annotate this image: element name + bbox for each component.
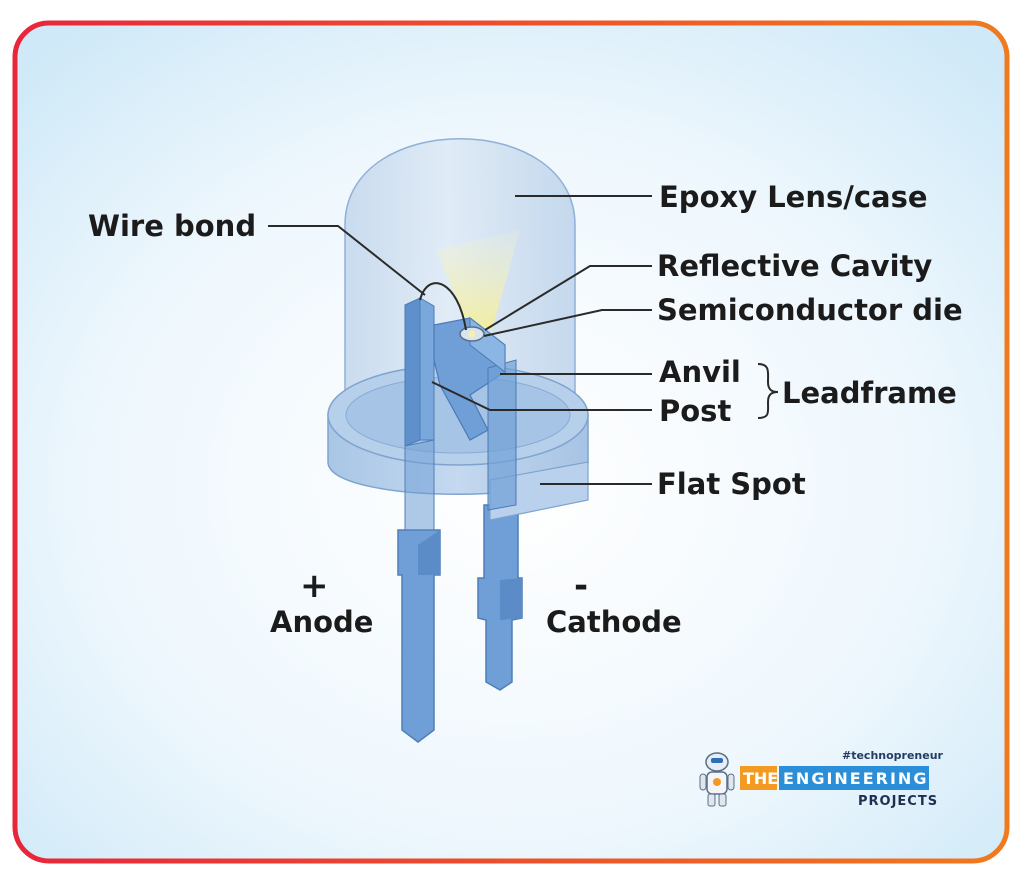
- wire-bond-shape: [419, 282, 467, 331]
- logo-word-engineering: ENGINEERING: [783, 769, 928, 788]
- leader-die: [483, 309, 652, 337]
- engineering-projects-logo: #technopreneur THE ENGINEERING PROJECTS: [699, 749, 944, 809]
- leader-reflective: [484, 265, 652, 331]
- label-cathode-sign: -: [574, 566, 588, 606]
- label-semiconductor-die: Semiconductor die: [657, 293, 963, 327]
- label-anode-sign: +: [300, 566, 329, 606]
- leader-post: [431, 381, 652, 411]
- robot-mascot-icon: [699, 752, 735, 807]
- leader-lines: [268, 195, 779, 485]
- anvil-lead: [433, 316, 517, 511]
- label-leadframe: Leadframe: [782, 376, 957, 410]
- label-post: Post: [659, 394, 731, 428]
- label-wire-bond: Wire bond: [88, 209, 256, 243]
- label-cathode: Cathode: [546, 605, 682, 639]
- label-flat-spot: Flat Spot: [657, 467, 806, 501]
- logo-word-the: THE: [743, 769, 778, 788]
- logo-word-projects: PROJECTS: [858, 794, 938, 809]
- die-center: [468, 330, 476, 338]
- anode-leg: [397, 529, 441, 743]
- label-epoxy-lens: Epoxy Lens/case: [659, 180, 928, 214]
- leadframe-brace: [757, 363, 779, 419]
- cathode-leg: [477, 504, 523, 691]
- logo-tagline: #technopreneur: [842, 749, 944, 762]
- post-lead: [404, 297, 435, 531]
- logo-engineering-box: [779, 766, 929, 790]
- logo-the-box: [740, 766, 777, 790]
- leader-wire-bond: [268, 225, 426, 296]
- label-anvil: Anvil: [659, 355, 741, 389]
- labels: Epoxy Lens/case Wire bond Reflective Cav…: [88, 180, 963, 639]
- label-anode: Anode: [270, 605, 373, 639]
- label-reflective-cavity: Reflective Cavity: [657, 249, 932, 283]
- led-illustration: [327, 138, 589, 743]
- light-glow: [436, 230, 520, 330]
